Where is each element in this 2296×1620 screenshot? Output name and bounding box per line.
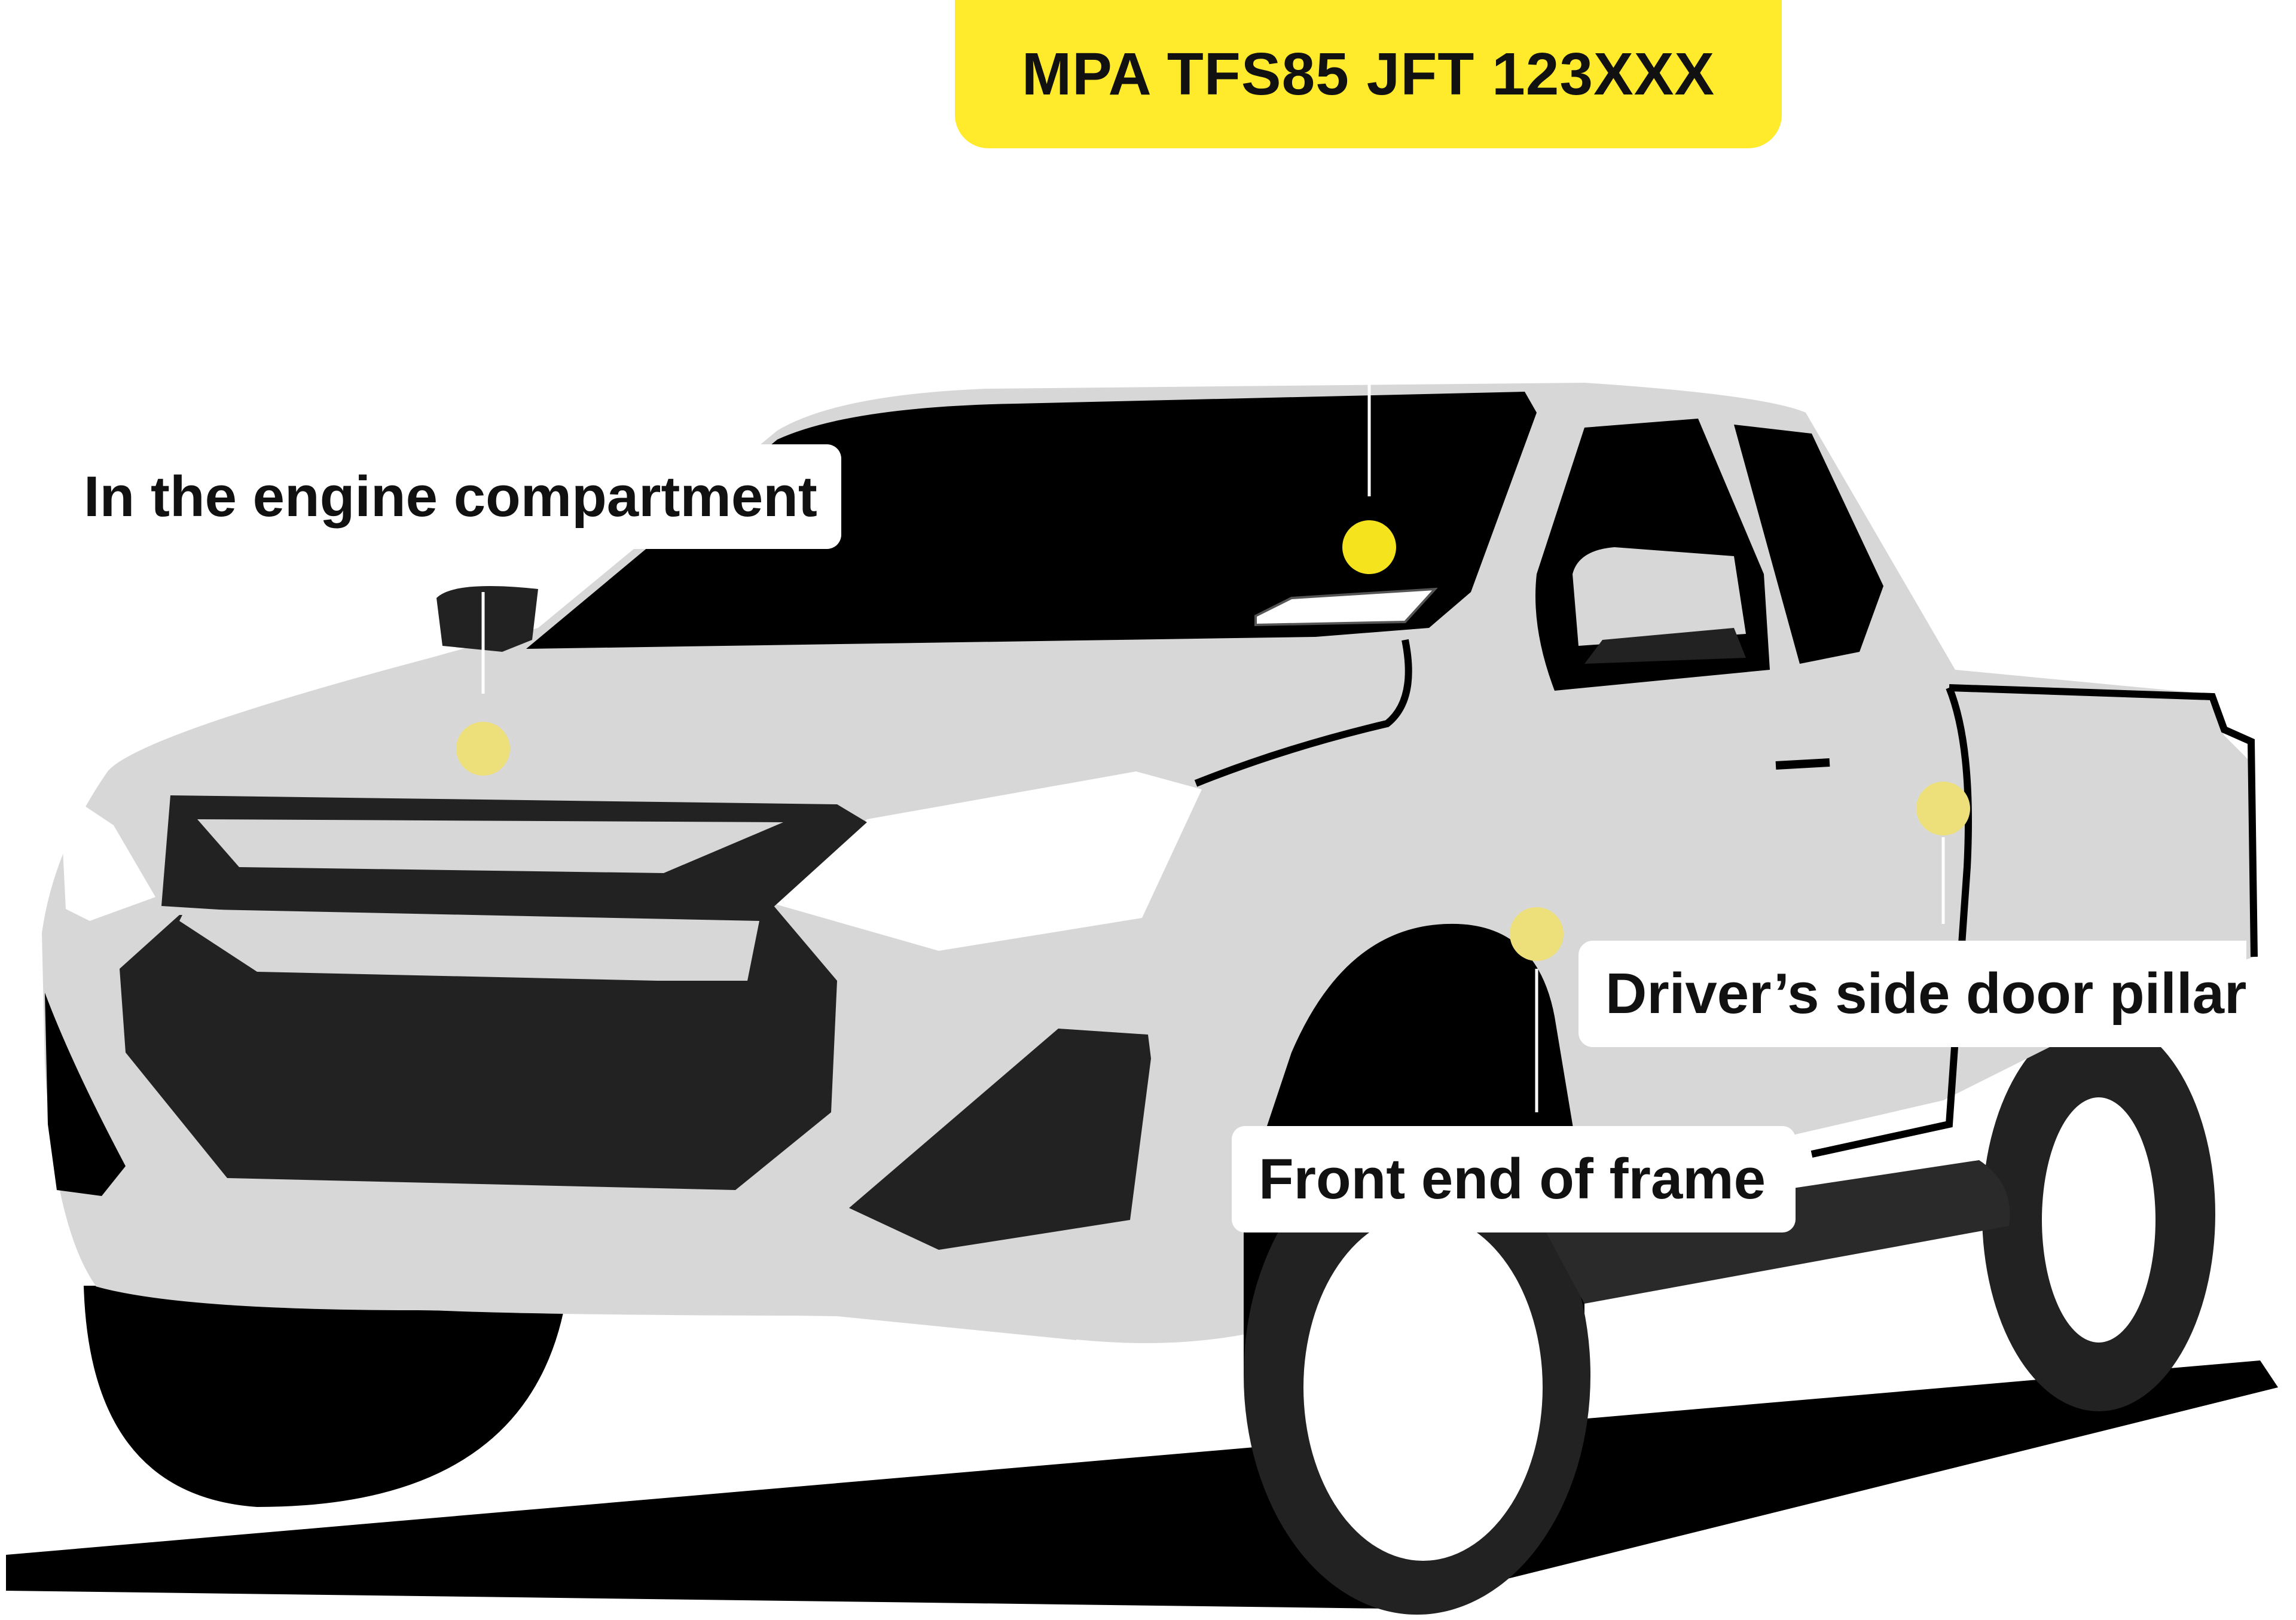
vin-number-badge: MPA TFS85 JFT 123XXX bbox=[955, 0, 1782, 148]
label-front-frame: Front end of frame bbox=[1232, 1126, 1796, 1232]
label-driver-door-pillar: Driver’s side door pillar bbox=[1578, 941, 2246, 1047]
front-right-rim bbox=[1303, 1214, 1543, 1561]
label-engine-compartment: In the engine compartment bbox=[75, 444, 841, 549]
front-left-tire bbox=[84, 1286, 568, 1507]
rear-rim bbox=[2042, 1097, 2155, 1343]
marker-door-pillar bbox=[1916, 782, 1970, 835]
left-mirror bbox=[436, 586, 538, 652]
marker-engine bbox=[456, 722, 510, 776]
lower-grille-bar bbox=[179, 909, 759, 981]
door-handle bbox=[1776, 762, 1830, 765]
marker-frame bbox=[1510, 907, 1564, 961]
marker-windshield bbox=[1342, 520, 1396, 574]
